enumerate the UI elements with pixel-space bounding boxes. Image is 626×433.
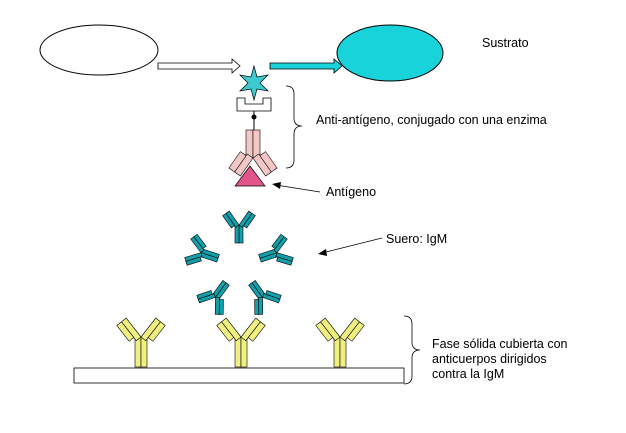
capture-antibody <box>315 317 365 368</box>
igm-monomer <box>193 272 240 319</box>
capture-antibody <box>116 317 166 368</box>
enzyme-holder <box>236 97 272 112</box>
antigen-pointer <box>275 184 321 193</box>
conjugate-antibody <box>228 129 278 177</box>
conjugate-brace <box>285 85 303 169</box>
anti-antigeno-label: Anti-antígeno, conjugado con una enzima <box>316 113 547 127</box>
igm-monomer <box>222 210 256 244</box>
enzyme-link-dot <box>251 114 257 120</box>
substrate-arrow <box>157 58 241 74</box>
solid-phase-bar <box>73 367 405 384</box>
igm-monomer <box>238 272 285 319</box>
antigeno-label: Antígeno <box>326 185 377 199</box>
antigen-pointer-head <box>272 182 281 189</box>
suero-label: Suero: IgM <box>386 232 448 246</box>
antigen-triangle <box>234 165 266 187</box>
suero-pointer-head <box>318 249 327 256</box>
fase-solida-label: Fase sólida cubierta con anticuerpos dir… <box>432 337 568 381</box>
solid-phase-brace <box>403 315 421 385</box>
enzyme-star-icon <box>238 64 270 102</box>
sustrato-label: Sustrato <box>482 36 529 50</box>
substrate-ellipse <box>39 24 159 76</box>
igm-pentamer <box>182 210 296 319</box>
capture-antibody <box>216 317 266 368</box>
suero-pointer <box>321 237 383 254</box>
product-ellipse <box>336 24 444 82</box>
igm-monomer <box>182 232 224 275</box>
product-arrow <box>269 58 343 74</box>
igm-monomer <box>254 232 296 275</box>
